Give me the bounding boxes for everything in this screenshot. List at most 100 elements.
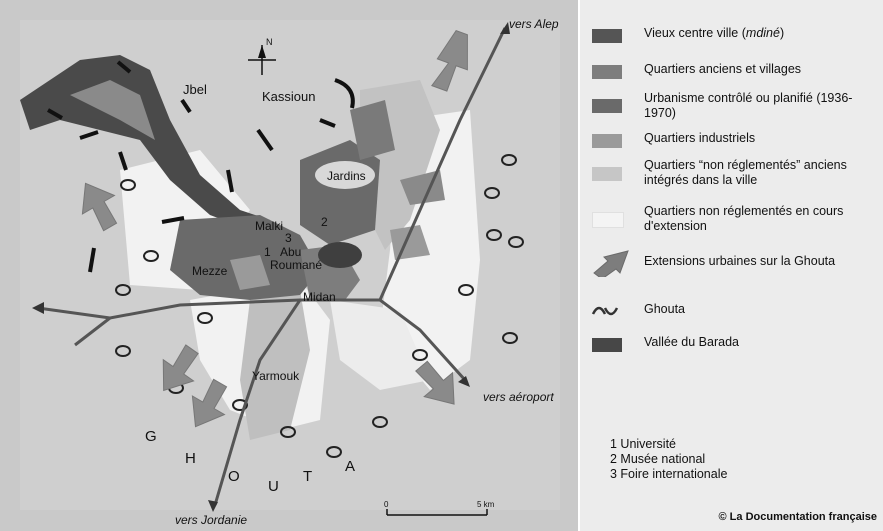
north-label: N <box>266 37 273 47</box>
extension-arrow-icon <box>593 250 629 277</box>
nonregulated-south <box>240 290 310 440</box>
ghouta-letter: A <box>345 458 355 475</box>
label-jbel: Jbel <box>183 82 207 97</box>
arrowhead-airport <box>458 376 470 387</box>
old-city-center <box>318 242 362 268</box>
legend-swatch <box>592 29 622 43</box>
label-vers-aeroport: vers aéroport <box>483 390 554 404</box>
ghouta-circle <box>412 349 428 361</box>
label-num3: 3 <box>285 231 292 245</box>
legend-swatch <box>592 134 622 148</box>
road-arrowheads <box>32 22 510 512</box>
ridge-mark <box>180 98 192 114</box>
ghouta-symbol-icon <box>591 306 619 316</box>
ghouta-circle <box>502 332 518 344</box>
barada-inner <box>70 80 155 140</box>
jardins-area <box>315 161 375 189</box>
note-foire: 3 Foire internationale <box>610 467 728 481</box>
arrowhead-west <box>32 302 44 314</box>
ghouta-letter: G <box>145 428 157 445</box>
road-southwest <box>74 316 111 347</box>
legend-text: Quartiers industriels <box>644 131 756 145</box>
label-vers-alep: vers Alep <box>509 17 559 31</box>
north-compass <box>248 45 276 75</box>
note-universite: 1 Université <box>610 437 676 451</box>
ghouta-letter: O <box>228 468 240 485</box>
label-num2: 2 <box>321 215 328 229</box>
label-jardins: Jardins <box>327 169 366 183</box>
label-yarmouk: Yarmouk <box>252 369 300 383</box>
road-alep <box>378 27 507 301</box>
credit: © La Documentation française <box>718 511 877 523</box>
ghouta-circle <box>115 345 131 357</box>
ghouta-letter: T <box>303 468 312 485</box>
label-kassioun: Kassioun <box>262 89 315 104</box>
ghouta-circle <box>115 284 131 296</box>
ghouta-circle <box>484 187 500 199</box>
ghouta-circle <box>197 312 213 324</box>
road-west <box>37 298 301 320</box>
ghouta-letter: H <box>185 450 196 467</box>
legend-text: Extensions urbaines sur la Ghouta <box>644 254 836 268</box>
extension-arrow <box>162 344 199 392</box>
extension-arrow <box>415 360 455 405</box>
label-roumane: Roumané <box>270 258 322 272</box>
old-quarters-north <box>350 100 395 160</box>
legend-text: Ghouta <box>644 302 686 316</box>
ghouta-circle <box>280 426 296 438</box>
legend-swatch <box>592 338 622 352</box>
legend-text: Quartiers “non réglementés” anciens inté… <box>644 158 847 187</box>
legend-text: Quartiers anciens et villages <box>644 62 802 76</box>
road-jordanie <box>213 298 380 506</box>
damascus-map: N 0 5 km Jbel Kassioun Jardins Malki 2 3… <box>0 0 578 531</box>
ridge-mark <box>319 118 336 128</box>
ghouta-circle <box>458 284 474 296</box>
label-midan: Midan <box>303 290 336 304</box>
ghouta-circle <box>372 416 388 428</box>
legend-swatch <box>592 167 622 181</box>
extension-arrow <box>81 182 118 232</box>
ghouta-circle <box>508 236 524 248</box>
scale-start: 0 <box>384 500 389 509</box>
scale-end: 5 km <box>477 500 495 509</box>
arrowhead-jordanie <box>208 500 218 512</box>
ghouta-circle <box>120 179 136 191</box>
label-vers-jordanie: vers Jordanie <box>175 513 247 527</box>
label-malki: Malki <box>255 219 283 233</box>
map-panel: N 0 5 km Jbel Kassioun Jardins Malki 2 3… <box>0 0 578 531</box>
ridge-mark <box>116 60 132 74</box>
ridge-mark <box>79 130 99 140</box>
label-abu: Abu <box>280 245 301 259</box>
legend-text: Quartiers non réglementés en cours d'ext… <box>644 204 844 233</box>
ridge-mark <box>334 78 355 109</box>
label-mezze: Mezze <box>192 264 228 278</box>
industrial-west <box>230 255 270 290</box>
ghouta-circles <box>115 154 524 458</box>
legend-text: Vieux centre ville (mdiné) <box>644 26 785 40</box>
ridge-mark <box>88 247 96 273</box>
ridge-mark <box>226 169 234 193</box>
ridge-mark <box>47 108 63 120</box>
road-airport <box>379 298 467 382</box>
ghouta-circle <box>486 229 502 241</box>
roads <box>37 27 507 506</box>
legend-text: Vallée du Barada <box>644 335 739 349</box>
ghouta-circle <box>501 154 517 166</box>
ridge-mark <box>161 216 185 224</box>
legend-text: Urbanisme contrôlé ou planifié (1936-197… <box>644 91 853 120</box>
ridge-mark <box>256 128 274 152</box>
note-musee: 2 Musée national <box>610 452 706 466</box>
ghouta-circle <box>326 446 342 458</box>
legend-swatch <box>592 99 622 113</box>
ghouta-circle <box>143 250 159 262</box>
legend-panel: Vieux centre ville (mdiné) Quartiers anc… <box>580 0 883 531</box>
ghouta-circle <box>232 399 248 411</box>
legend-swatch <box>592 212 624 228</box>
arrowhead-alep <box>500 22 510 34</box>
label-num1: 1 <box>264 245 271 259</box>
extension-arrows <box>81 30 468 428</box>
extension-arrow <box>191 378 228 428</box>
ridge-mark <box>118 151 128 171</box>
ghouta-letter: U <box>268 478 279 495</box>
scale-bar <box>386 509 488 516</box>
